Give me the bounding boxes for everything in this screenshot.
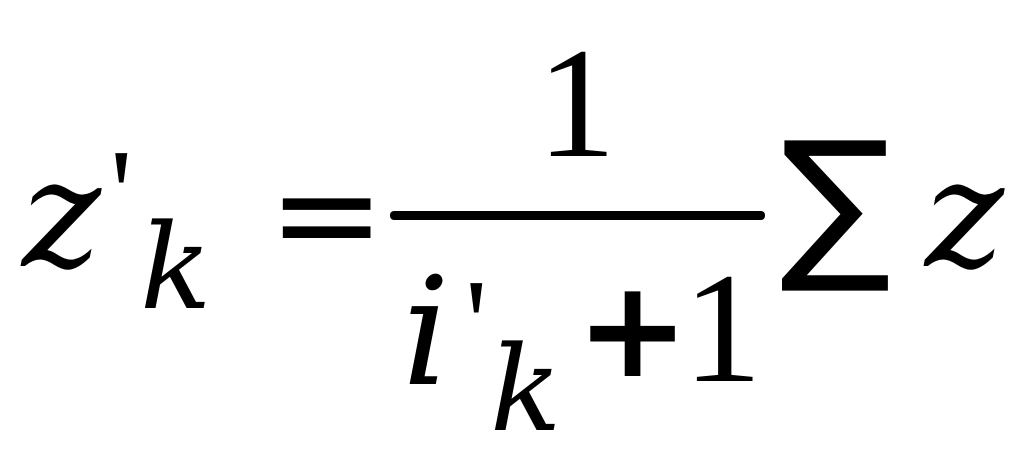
equals-sign: = (268, 133, 386, 296)
denominator-one: 1 (683, 241, 762, 416)
fraction-bar (390, 211, 765, 220)
lhs-subscript-k: k (140, 198, 212, 336)
fraction-numerator: 1 (537, 16, 616, 191)
denominator-variable-i: i (402, 246, 450, 420)
denominator-prime: ' (465, 255, 488, 393)
summation-symbol: ∑ (780, 106, 892, 298)
denominator-subscript-k: k (490, 320, 562, 458)
summand-variable-z: z (925, 128, 1005, 302)
denominator-plus-sign: + (576, 251, 690, 408)
lhs-variable-z: z (22, 128, 102, 302)
lhs-prime: ' (110, 125, 133, 263)
